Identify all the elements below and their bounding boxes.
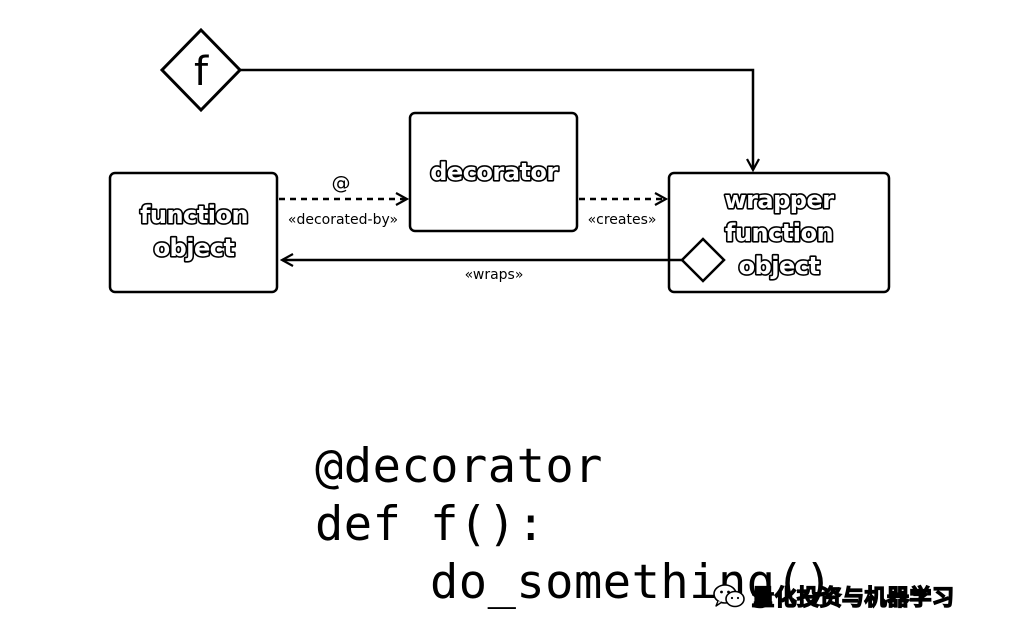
f-label: f xyxy=(194,49,209,95)
f-diamond-node: f xyxy=(159,27,243,113)
decorator-node: decorator xyxy=(408,111,579,233)
decorated-by-edge: @ «decorated-by» xyxy=(279,172,407,228)
watermark: 量化投资与机器学习 xyxy=(712,580,955,612)
function-object-node: function object xyxy=(108,171,279,294)
wrapper-label-line2: function xyxy=(725,219,833,247)
code-line-decorator: @decorator xyxy=(315,439,603,494)
wraps-aggregation-diamond xyxy=(680,237,726,283)
wrapper-function-object-node: wrapper function object xyxy=(667,171,891,294)
code-line-body: do_something() xyxy=(430,555,834,610)
f-to-wrapper-edge xyxy=(240,68,753,170)
creates-edge: «creates» xyxy=(579,199,666,228)
wraps-edge: «wraps» xyxy=(282,237,726,283)
creates-label: «creates» xyxy=(588,212,657,228)
decorated-by-label: «decorated-by» xyxy=(288,212,398,228)
function-object-label-line2: object xyxy=(154,234,235,262)
function-object-label-line1: function xyxy=(140,201,248,229)
wrapper-label-line1: wrapper xyxy=(724,186,834,214)
wraps-label: «wraps» xyxy=(465,267,524,283)
watermark-text: 量化投资与机器学习 xyxy=(751,585,955,611)
wechat-icon xyxy=(713,584,745,608)
decorated-by-at-symbol: @ xyxy=(332,172,351,194)
code-line-def: def f(): xyxy=(315,497,546,552)
decorator-label: decorator xyxy=(430,158,558,186)
wrapper-label-line3: object xyxy=(739,252,820,280)
